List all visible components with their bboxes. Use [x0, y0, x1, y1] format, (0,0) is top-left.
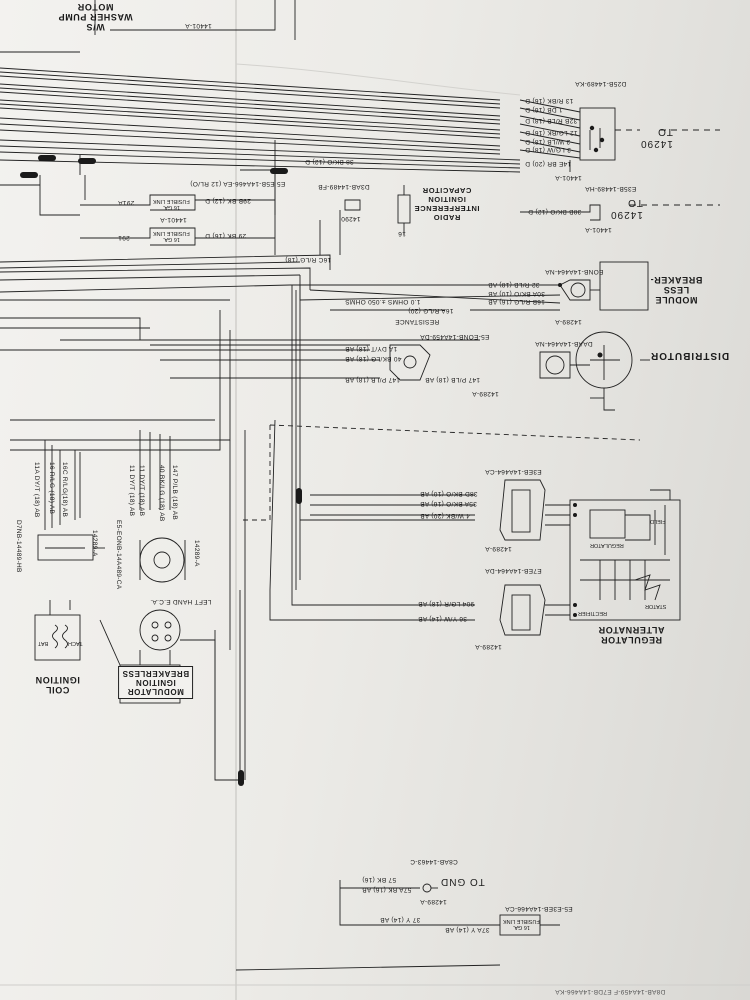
conn-e5eonb: E5-EONB-14A459-DA	[420, 333, 490, 340]
wire-16a: 16A R/LG (20)	[408, 307, 454, 314]
conn-daab: DAAB-14A464-NA	[535, 340, 593, 347]
wire-29: 29 BK (16) D	[205, 232, 247, 239]
wire-38d: 38D BK/O (10) AB	[420, 490, 478, 497]
conn-14289a-d: 14289-A	[475, 643, 502, 650]
conn-d7nb: D7NB-14489-HB	[15, 520, 22, 573]
wire-57a: 57A BK (16) AB	[362, 886, 412, 893]
conn-e7eb: E7EB-14A464-DA	[485, 567, 542, 574]
wire-40-b: 40 BK/LG (18) AB	[158, 465, 165, 522]
wire-904: 904 LG/R (18) AB	[418, 600, 475, 607]
wire-32: 32 R/LB (18) AB	[488, 281, 540, 288]
conn-14401a-e: 14401-A	[585, 226, 612, 233]
wire-38b: 38B BK/O (12) D	[528, 208, 582, 215]
wire-16: 16 R/LG (18) AB	[48, 462, 55, 515]
conn-eonb: EONB-14A464-NA	[545, 268, 604, 275]
wire-4: 4 W/BK (20) AB	[420, 512, 470, 519]
conn-14289a-a: 14289-A	[555, 318, 582, 325]
fusible-link-a: 16 GA.FUSIBLE LINK	[153, 198, 190, 210]
wire-1: 1 DB (16) D	[525, 106, 563, 113]
wire-147-b: 147 P/LB (18) AB	[425, 376, 481, 383]
coil-tach: TACH	[68, 640, 83, 646]
conn-14289a-c: 14289-A	[485, 545, 512, 552]
wire-37: 37 Y (14) AB	[380, 916, 421, 923]
regulator-label: REGULATOR	[590, 542, 624, 548]
field-label: FIELD	[650, 518, 666, 524]
wire-11-b: 11 DY/T (18) AB	[138, 465, 145, 517]
fusible-link-b: 16 GA.FUSIBLE LINK	[153, 230, 190, 242]
conn-14401a-top: 14401-A	[185, 22, 212, 29]
wire-35a: 35A BK/O (16) AB	[420, 500, 477, 507]
wire-3: 3 LG/W (18) D	[525, 146, 571, 153]
wire-147-a: 147 P/LB (18) AB	[345, 376, 401, 383]
conn-e35b: E35B-14489-HA	[585, 185, 637, 192]
coil-bat: BAT	[38, 640, 49, 646]
cap-16: 16	[398, 230, 406, 237]
wire-29b: 29B BK (12) D	[205, 197, 251, 204]
wire-13: 13 R/BK (16) D	[525, 97, 574, 104]
conn-e5e3b: E5-E3EB-14A466-CA	[505, 905, 573, 912]
conn-14401a-mid: 14401-A	[555, 174, 582, 181]
resistance-value: 1.0 OHMS ±.050 OHMS	[345, 298, 421, 305]
wire-291: 291	[118, 234, 130, 241]
wire-12: 12 LG/BK (16) D	[525, 129, 578, 136]
bottom-part-code: D8AB-14A459-F E7DB-14A466-KA	[555, 988, 666, 995]
wire-11a: 11A DY/T (18) AB	[33, 462, 40, 518]
wire-1a: 1A DY/T (18) AB	[345, 345, 398, 352]
rectifier-label: RECTIFIER	[578, 610, 608, 616]
wire-e5b: E5 E5B-14A466-EA (12 RL/O)	[190, 180, 286, 187]
stator-label: STATOR	[645, 603, 667, 609]
wire-147-c: 147 P/LB (18) AB	[171, 465, 178, 521]
cap-14290: 14290	[341, 215, 361, 222]
conn-14401a-low: 14401-A	[160, 216, 187, 223]
wire-30a: 30A BK/O (10) AB	[488, 290, 545, 297]
distributor-label: DISTRIBUTOR	[650, 350, 730, 361]
conn-d25b: D25B-14489-KA	[575, 80, 627, 87]
conn-e5eonb-b: E5-EONB-14A489-CA	[115, 520, 122, 590]
conn-14289a-f: 14289-A	[193, 540, 200, 567]
fusible-link-c: 16 GA.FUSIBLE LINK	[503, 918, 540, 930]
conn-c8ab: C8AB-14463-C	[410, 858, 458, 865]
wire-32b: 32B R/LB (18) D	[525, 117, 578, 124]
conn-14289a-e: 14289-A	[91, 530, 98, 557]
wire-57: 57 BK (16)	[362, 876, 397, 883]
wire-291a: 291A	[118, 199, 135, 206]
conn-e3eb: E3EB-14A464-CA	[485, 468, 542, 475]
wire-16b: 16B R/LG (16) AB	[488, 298, 545, 305]
wire-16c: 16C R/LG (18)	[285, 256, 332, 263]
wire-36: 36 Y/W (14) AB	[418, 615, 467, 622]
conn-14289a-g: 14289-A	[420, 898, 447, 905]
left-hand-eca: LEFT HAND E.C.A.	[150, 598, 212, 605]
wire-14e: 14E BR (20) D	[525, 160, 572, 167]
wire-40: 40 BK/LG (18) AB	[345, 355, 402, 362]
wire-38: 38 BK/O (12) D	[305, 158, 354, 165]
to-gnd-label: TO GND	[440, 876, 485, 887]
wire-2: 2 W/LB (18) D	[525, 138, 571, 145]
wire-11-a: 11 DY/T (18) AB	[128, 465, 135, 517]
wire-16c-b: 16C R/LG(18) AB	[61, 462, 68, 518]
resistance-label: RESISTANCE	[395, 318, 440, 325]
conn-14289a-b: 14289-A	[472, 390, 499, 397]
conn-d3ab: D3AB-14489-FB	[318, 183, 370, 190]
wire-37a: 37A Y (14) AB	[445, 926, 490, 933]
